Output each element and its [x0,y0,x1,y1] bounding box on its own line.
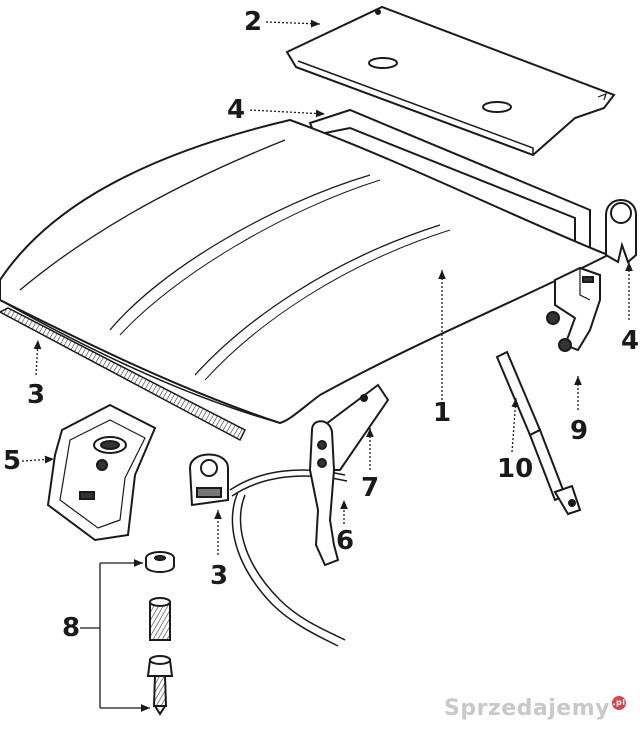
gas-strut [495,350,582,516]
callout-3-left: 3 [27,380,46,410]
retainer-clip [605,199,637,264]
hinge-arm [308,420,340,567]
watermark: Sprzedajemy.pl [444,696,626,721]
callout-3-bottom: 3 [210,561,229,591]
callout-9: 9 [570,416,589,446]
callout-6: 6 [336,526,355,556]
front-weatherstrip [0,307,247,442]
hood-bumper [145,551,175,716]
strut-bracket [546,266,601,352]
leader-lines [21,19,633,555]
callout-4-right: 4 [621,326,640,356]
callout-5: 5 [3,446,22,476]
callout-1: 1 [433,398,452,428]
watermark-text: Sprzedajemy [444,696,610,721]
insulation-pad [285,5,616,157]
callout-2: 2 [244,7,263,37]
callout-10: 10 [497,454,534,484]
callout-8: 8 [62,613,81,643]
cable-clip [188,453,229,507]
watermark-badge: .pl [612,696,626,710]
callout-7: 7 [361,473,380,503]
callout-4-top: 4 [227,95,246,125]
hood-latch [46,403,157,542]
part-8-bracket [80,559,150,712]
